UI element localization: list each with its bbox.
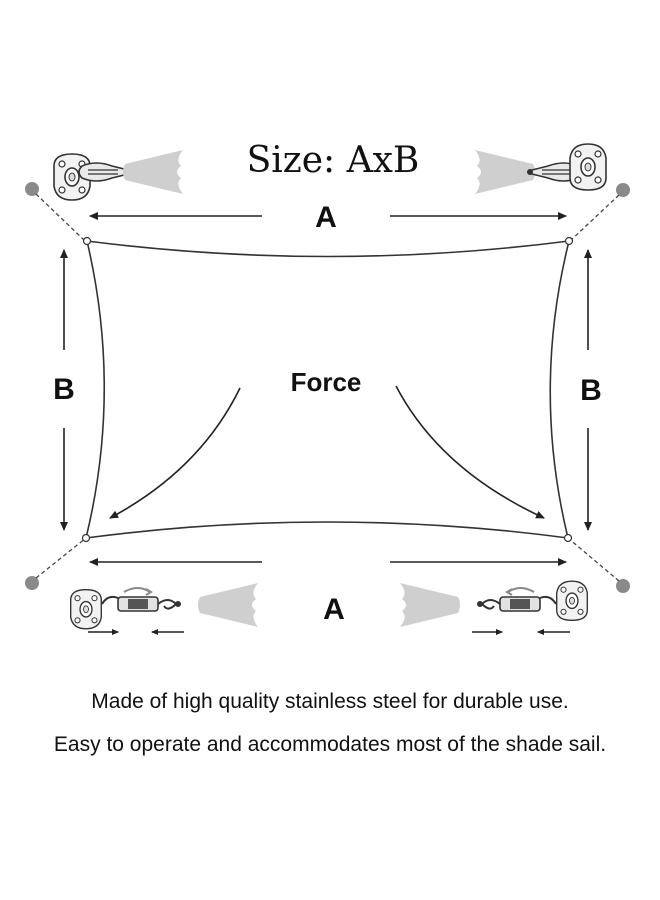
force-arrow-right [395,385,545,519]
tension-cone-icon [198,583,258,627]
dimension-b-left-label: B [53,373,75,406]
anchor-point-bottom-left [25,576,39,590]
tension-cone-icon [475,150,535,194]
anchor-point-top-left [25,182,39,196]
turnbuckle-icon [476,587,557,612]
anchor-point-bottom-right [616,579,630,593]
pad-eye-snap-hook-icon [569,143,607,191]
dimension-b-right-label: B [580,374,602,407]
tension-cone-icon [400,583,460,627]
size-title: Size: AxB [247,140,420,181]
dimension-a-top-label: A [315,201,337,234]
anchor-point-top-right [616,183,630,197]
force-label: Force [291,367,362,397]
caption-line-1: Made of high quality stainless steel for… [91,690,569,713]
sail-corners [81,236,574,543]
tension-cone-icon [123,150,183,194]
caption-line-2: Easy to operate and accommodates most of… [53,733,607,756]
pad-eye-turnbuckle-icon [70,589,102,630]
turnbuckle-icon [101,587,182,612]
pad-eye-turnbuckle-icon [556,580,588,621]
dimension-a-bottom-label: A [323,593,345,626]
force-arrow-left [109,387,241,519]
tension-lines [35,193,620,582]
